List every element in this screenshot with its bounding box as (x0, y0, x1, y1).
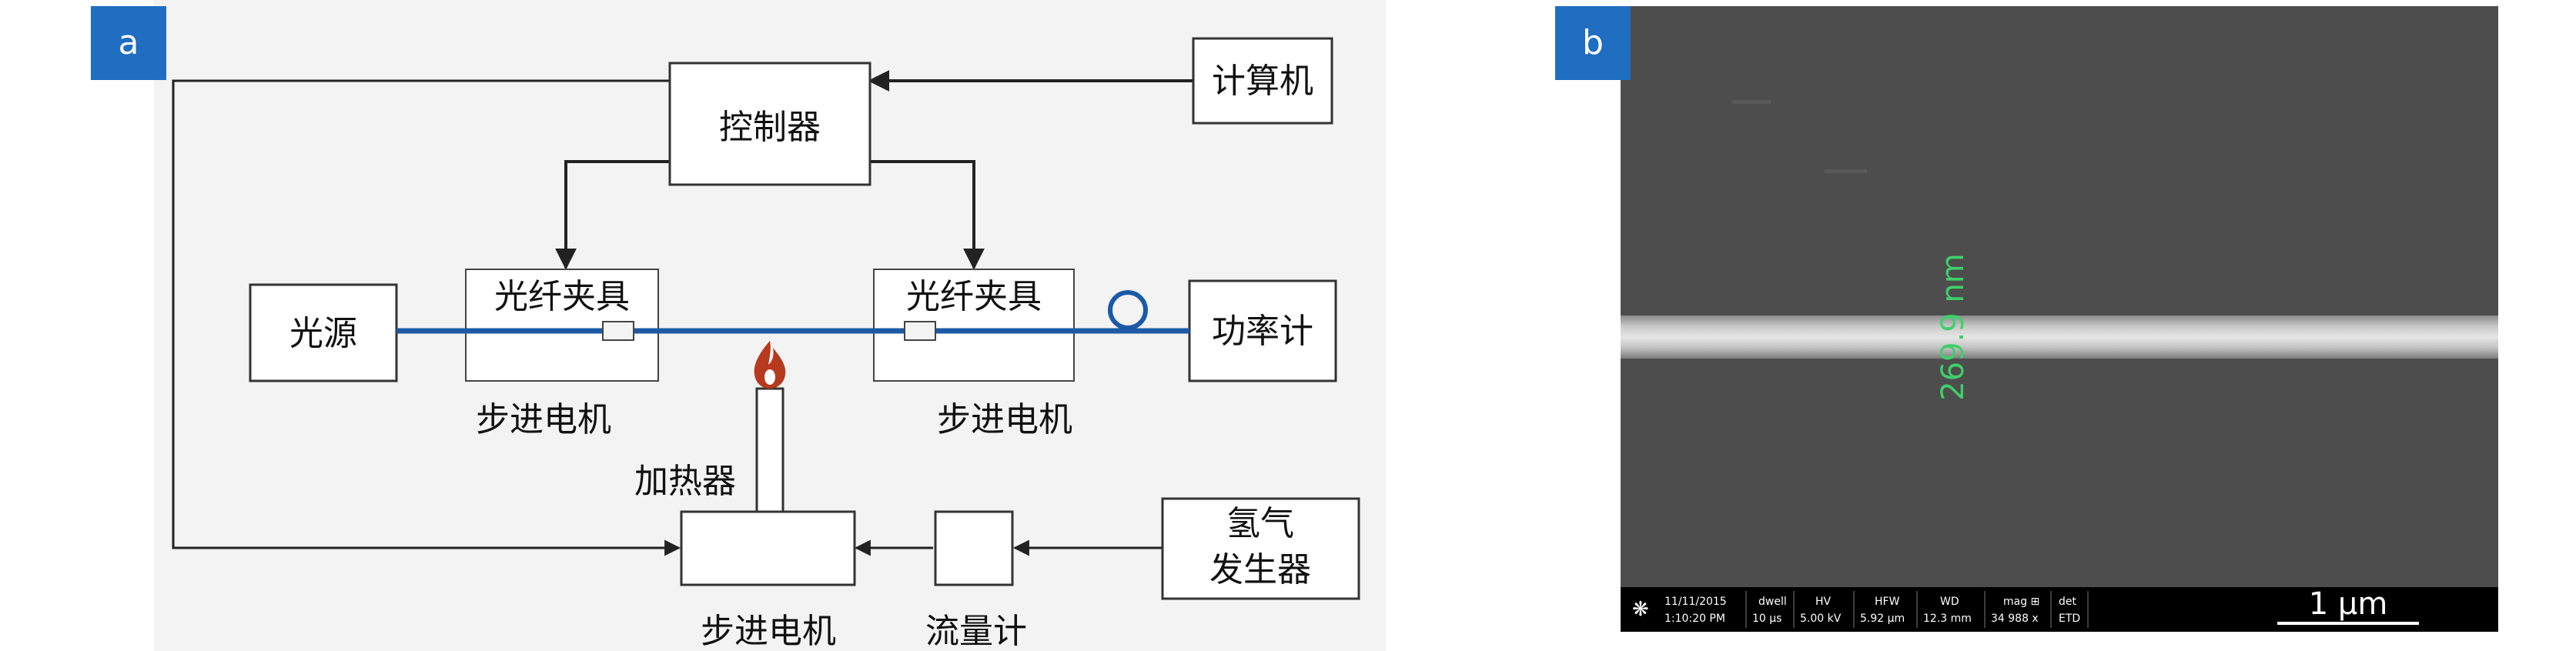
controller-to-bottom-motor-arrow (172, 79, 681, 556)
svg-text:mag ⊞: mag ⊞ (2003, 596, 2039, 608)
svg-text:WD: WD (1940, 596, 1959, 608)
controller-to-right-clamp-arrow (870, 160, 985, 270)
svg-text:ETD: ETD (2059, 613, 2080, 625)
power-meter-box: 功率计 (1188, 279, 1337, 382)
fiber-coil-icon (1108, 290, 1148, 330)
heater-label: 加热器 (634, 462, 736, 501)
svg-text:光纤夹具: 光纤夹具 (494, 277, 630, 316)
svg-text:12.3 mm: 12.3 mm (1923, 613, 1972, 625)
sem-info-bar-text: ❋ 11/11/2015 1:10:20 PM dwell 10 μs HV 5… (1632, 591, 2089, 628)
heater-torch (755, 387, 785, 513)
diameter-measurement-label: 269.9 nm (1935, 253, 1971, 401)
svg-text:dwell: dwell (1758, 596, 1787, 608)
svg-text:HFW: HFW (1875, 596, 1900, 608)
svg-text:HV: HV (1815, 596, 1832, 608)
bottom-stepper-motor-box (680, 510, 856, 586)
svg-text:5.92 μm: 5.92 μm (1860, 613, 1905, 625)
svg-text:1:10:20 PM: 1:10:20 PM (1664, 613, 1725, 625)
svg-text:光纤夹具: 光纤夹具 (906, 277, 1042, 316)
sem-artifact (1732, 100, 1771, 104)
flame-core (764, 369, 775, 385)
fiber-holder-right (904, 321, 936, 341)
svg-text:控制器: 控制器 (719, 108, 821, 147)
stepper-motor-right-label: 步进电机 (937, 400, 1072, 439)
controller-to-left-clamp-arrow (555, 160, 670, 270)
panel-a-setup-diagram: a 计算机 控制器 光源 光纤夹具 光纤夹具 功率计 氢气 发生器 (91, 0, 1386, 651)
svg-text:det: det (2059, 596, 2077, 608)
scale-bar-label: 1 μm (2309, 586, 2388, 622)
svg-text:b: b (1582, 23, 1604, 62)
panel-label-b: b (1555, 6, 1631, 80)
sem-background (1621, 6, 2498, 587)
svg-text:11/11/2015: 11/11/2015 (1664, 596, 1727, 608)
svg-text:氢气: 氢气 (1226, 504, 1294, 543)
svg-text:光源: 光源 (289, 314, 357, 353)
svg-text:34 988 x: 34 988 x (1991, 613, 2039, 625)
scale-bar (2277, 622, 2419, 625)
panel-b-sem-image: 269.9 nm ❋ 11/11/2015 1:10:20 PM dwell 1… (1555, 6, 2498, 632)
svg-text:功率计: 功率计 (1212, 312, 1313, 351)
svg-text:5.00 kV: 5.00 kV (1800, 613, 1842, 625)
computer-box: 计算机 (1192, 37, 1333, 125)
stepper-motor-left-label: 步进电机 (476, 400, 611, 439)
fiber-holder-left (602, 321, 634, 341)
controller-box: 控制器 (668, 62, 871, 186)
sem-artifact (1825, 169, 1867, 173)
panel-label-a: a (91, 6, 166, 80)
stepper-motor-bottom-label: 步进电机 (701, 612, 836, 651)
svg-text:计算机: 计算机 (1212, 62, 1313, 101)
flow-meter-box (934, 510, 1014, 586)
fei-logo-icon: ❋ (1632, 598, 1649, 621)
svg-text:发生器: 发生器 (1209, 550, 1311, 589)
svg-text:a: a (119, 23, 139, 62)
flame-icon (754, 341, 786, 389)
flow-meter-label: 流量计 (925, 612, 1027, 651)
hydrogen-generator-box: 氢气 发生器 (1161, 497, 1360, 600)
light-source-box: 光源 (249, 283, 398, 382)
svg-text:10 μs: 10 μs (1752, 613, 1781, 625)
nanofiber (1621, 315, 2498, 359)
